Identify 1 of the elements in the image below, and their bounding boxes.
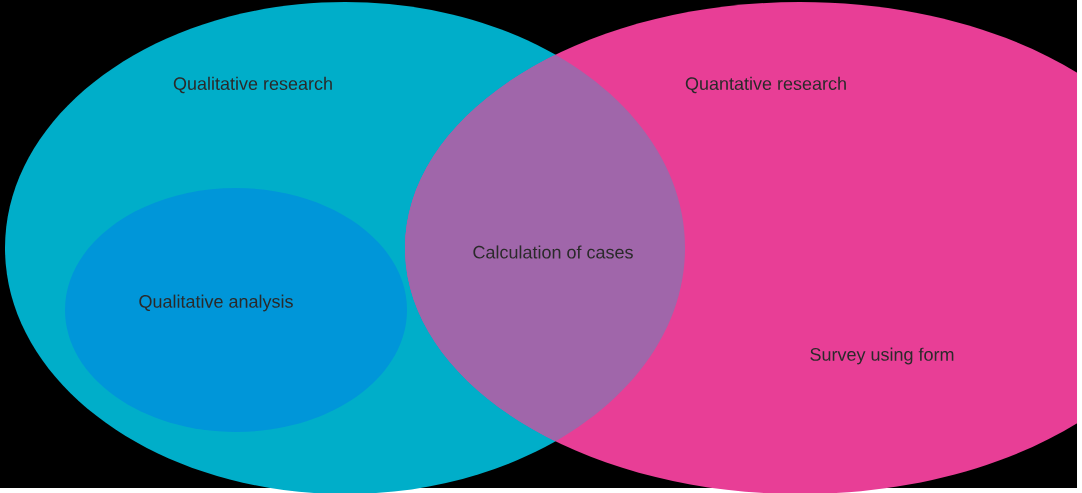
- overlap-region: Calculation of cases: [473, 245, 633, 259]
